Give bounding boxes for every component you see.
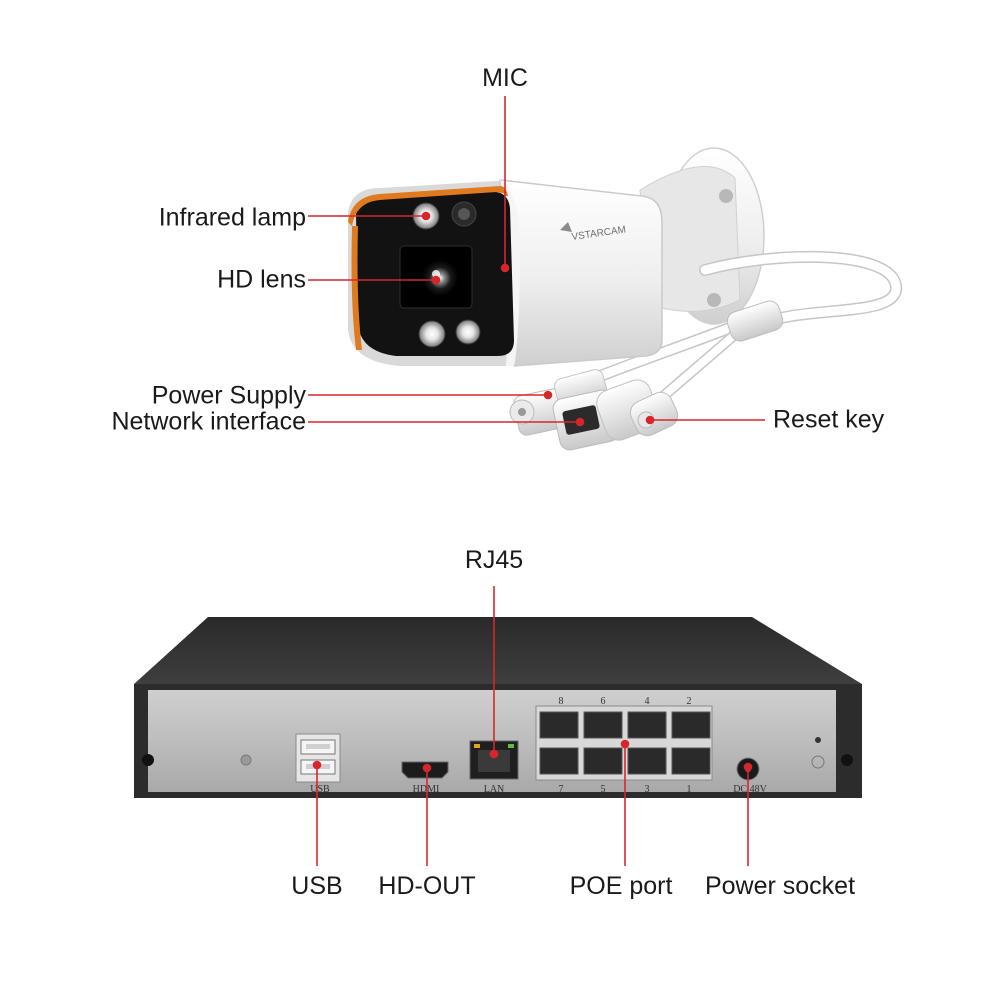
poe-port-label: POE port (569, 872, 673, 900)
usb-ports (295, 733, 341, 783)
port-number: 3 (645, 784, 650, 795)
panel-dc-text: DC 48V (733, 784, 767, 795)
port-number: 8 (559, 696, 564, 707)
panel-hdmi-text: HDMI (413, 784, 440, 795)
mic-label: MIC (482, 64, 528, 92)
poe-ports (535, 705, 713, 781)
hd-out-label: HD-OUT (378, 872, 476, 900)
port-number: 4 (645, 696, 650, 707)
bullet-camera: VSTARCAM (308, 96, 902, 451)
port-number: 5 (601, 784, 606, 795)
camera-wall-mount (639, 147, 765, 325)
usb-label: USB (291, 872, 343, 900)
brand-logo (560, 222, 572, 232)
camera-callout-lines (308, 96, 765, 427)
hd-lens-label: HD lens (217, 265, 306, 294)
rj45-label: RJ45 (464, 546, 524, 574)
network-interface-label: Network interface (111, 407, 306, 436)
reset-key-label: Reset key (773, 405, 885, 434)
nvr-callout-lines (312, 586, 753, 866)
power-supply-label: Power Supply (151, 381, 306, 410)
panel-usb-text: USB (310, 784, 330, 795)
port-number: 7 (559, 784, 564, 795)
nvr-recorder: USB HDMI LAN DC 48V 8 6 4 2 7 5 3 1 (134, 586, 862, 866)
nvr-top (134, 617, 862, 684)
infrared-lamp-label: Infrared lamp (158, 203, 306, 232)
port-number: 6 (601, 696, 606, 707)
port-number: 2 (687, 696, 692, 707)
port-number: 1 (687, 784, 692, 795)
power-socket-label: Power socket (704, 872, 856, 900)
panel-lan-text: LAN (484, 784, 505, 795)
